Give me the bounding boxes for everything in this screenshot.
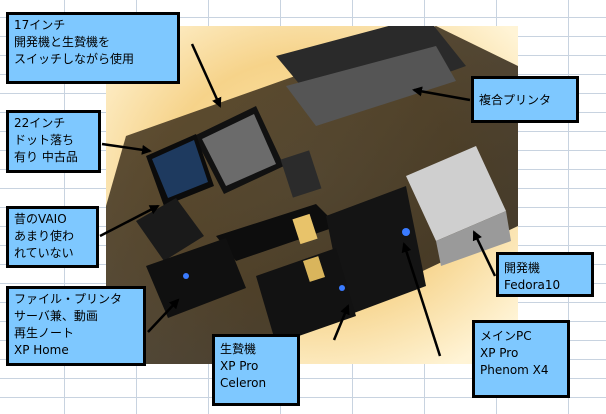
desk-photo-illustration — [106, 26, 518, 364]
desk-photo — [106, 26, 518, 364]
callout-dev-machine: 開発機 Fedora10 — [496, 252, 594, 297]
callout-main-pc: メインPC XP Pro Phenom X4 — [472, 320, 570, 398]
callout-22inch-monitor: 22インチ ドット落ち 有り 中古品 — [6, 110, 101, 173]
callout-file-server: ファイル・プリンタ サーバ兼、動画 再生ノート XP Home — [6, 286, 146, 366]
callout-17inch-monitor: 17インチ 開発機と生贄機を スイッチしながら使用 — [6, 12, 180, 84]
callout-sacrifice-machine: 生贄機 XP Pro Celeron — [212, 334, 300, 406]
callout-vaio: 昔のVAIO あまり使わ れていない — [6, 206, 99, 268]
callout-printer: 複合プリンタ — [471, 76, 579, 123]
